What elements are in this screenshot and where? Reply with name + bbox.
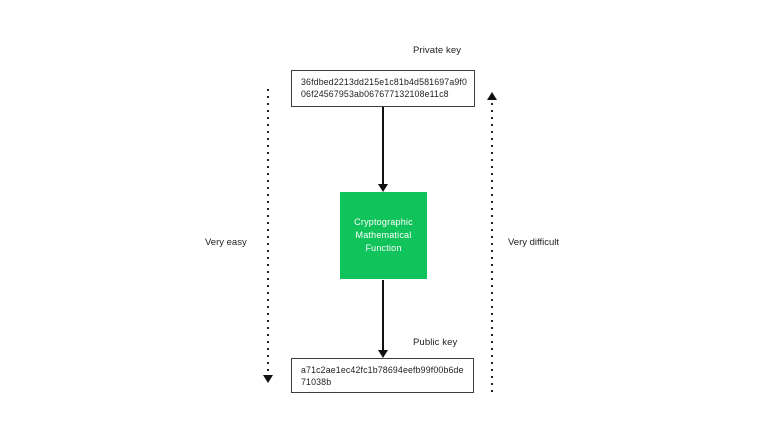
private-key-label: Private key <box>413 45 462 56</box>
dotted-arrow-easy-line <box>267 89 269 375</box>
very-difficult-label: Very difficult <box>508 237 560 248</box>
dotted-arrow-easy-head-icon <box>263 375 273 383</box>
arrow-function-to-public-line <box>382 280 384 350</box>
very-easy-label: Very easy <box>205 237 247 248</box>
crypto-function-box: Cryptographic Mathematical Function <box>340 192 427 279</box>
private-key-value: 36fdbed2213dd215e1c81b4d581697a9f006f245… <box>301 77 468 99</box>
public-key-value: a71c2ae1ec42fc1b78694eefb99f00b6de71038b <box>301 365 464 387</box>
public-key-label: Public key <box>413 337 458 348</box>
arrow-private-to-function-line <box>382 107 384 185</box>
dotted-arrow-difficult-line <box>491 103 493 393</box>
private-key-box: 36fdbed2213dd215e1c81b4d581697a9f006f245… <box>291 70 475 107</box>
arrow-function-to-public-head-icon <box>378 350 388 358</box>
arrow-private-to-function-head-icon <box>378 184 388 192</box>
dotted-arrow-difficult-head-icon <box>487 92 497 100</box>
crypto-function-label: Cryptographic Mathematical Function <box>354 217 413 253</box>
public-key-box: a71c2ae1ec42fc1b78694eefb99f00b6de71038b <box>291 358 474 393</box>
